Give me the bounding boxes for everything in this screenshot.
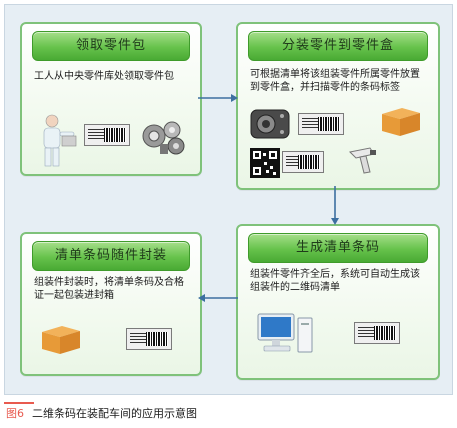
caption-accent-bar xyxy=(4,402,34,404)
qr-code-icon xyxy=(250,148,280,178)
computer-icon xyxy=(257,313,313,353)
figure-caption: 图6 二维条码在装配车间的应用示意图 xyxy=(6,405,197,421)
barcode-label-icon xyxy=(354,322,400,344)
figure-number: 图6 xyxy=(6,407,24,420)
figure-caption-text: 二维条码在装配车间的应用示意图 xyxy=(32,407,197,420)
box-icon xyxy=(42,326,80,354)
step-description: 组装件零件齐全后，系统可自动生成该组装件的二维码清单 xyxy=(250,269,420,293)
scanner-icon xyxy=(348,147,376,174)
step-title: 分装零件到零件盒 xyxy=(281,38,394,53)
barcode-label-icon xyxy=(298,113,344,135)
box-icon xyxy=(382,108,420,136)
step-title: 生成清单条码 xyxy=(295,240,380,255)
step-box-generate-qr: 生成清单条码 组装件零件齐全后，系统可自动生成该组装件的二维码清单 xyxy=(236,224,440,380)
engine-part-icon xyxy=(250,109,290,139)
step-header: 生成清单条码 xyxy=(248,233,428,263)
step-box-receive-parts: 领取零件包 工人从中央零件库处领取零件包 xyxy=(20,22,202,176)
worker-icon xyxy=(43,114,77,167)
step-header: 清单条码随件封装 xyxy=(32,241,190,271)
barcode-label-icon xyxy=(282,151,324,173)
step-description: 可根据清单将该组装零件所属零件放置到零件盒，并扫描零件的条码标签 xyxy=(250,69,420,93)
arrow-left xyxy=(198,294,238,302)
step-title: 领取零件包 xyxy=(75,38,146,53)
step-header: 领取零件包 xyxy=(32,31,190,61)
step-description: 组装件封装时，将清单条码及合格证一起包装进封箱 xyxy=(34,277,184,301)
parts-icon xyxy=(142,121,185,155)
arrow-down xyxy=(331,186,339,225)
step-box-sort-parts: 分装零件到零件盒 可根据清单将该组装零件所属零件放置到零件盒，并扫描零件的条码标… xyxy=(236,22,440,190)
step-description: 工人从中央零件库处领取零件包 xyxy=(34,71,174,82)
step-box-package: 清单条码随件封装 组装件封装时，将清单条码及合格证一起包装进封箱 xyxy=(20,232,202,376)
step-title: 清单条码随件封装 xyxy=(54,248,167,263)
step-header: 分装零件到零件盒 xyxy=(248,31,428,61)
barcode-label-icon xyxy=(126,328,172,350)
arrow-right xyxy=(198,94,238,102)
barcode-label-icon xyxy=(84,124,130,146)
